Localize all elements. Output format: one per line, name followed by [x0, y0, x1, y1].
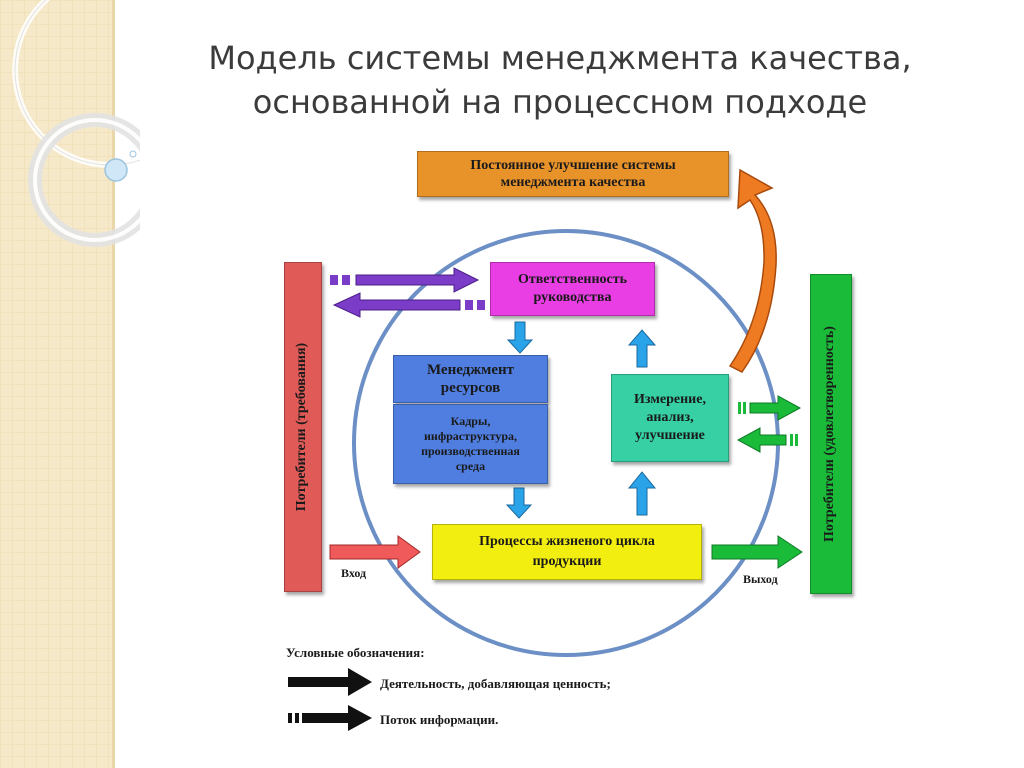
legend-info-label: Поток информации. — [380, 712, 499, 727]
measurement-box: Измерение, анализ, улучшение — [611, 374, 729, 462]
input-arrow — [329, 535, 421, 569]
decorative-sidebar — [0, 0, 140, 768]
output-arrow — [711, 535, 803, 569]
arrow-measurement-to-management — [627, 329, 657, 368]
customers-satisfaction-label: Потребители (удовлетворенность) — [822, 326, 837, 542]
product-lifecycle-box: Процессы жизненого цикла продукции — [432, 524, 702, 580]
input-label: Вход — [341, 566, 367, 580]
resources-line-1: Менеджмент — [426, 362, 515, 378]
resources-detail-line-1: Кадры, — [450, 414, 491, 428]
resources-detail-line-3: производственная — [421, 444, 520, 458]
arrow-resources-to-lifecycle — [505, 487, 533, 519]
improvement-line-1: Постоянное улучшение системы — [470, 158, 676, 173]
info-arrow-to-satisfaction — [738, 395, 802, 421]
page-title: Модель системы менеджмента качества, осн… — [150, 36, 970, 124]
management-responsibility-box: Ответственность руководства — [490, 262, 655, 316]
resource-detail-box: Кадры, инфраструктура, производственная … — [393, 404, 548, 484]
info-arrow-from-management — [332, 292, 485, 318]
resources-line-2: ресурсов — [440, 380, 501, 396]
info-arrow-to-management — [330, 267, 480, 293]
customers-requirements-label: Потребители (требования) — [294, 342, 309, 512]
customers-satisfaction-bar — [810, 274, 852, 594]
improvement-box: Постоянное улучшение системы менеджмента… — [417, 151, 729, 197]
legend-info-arrow — [288, 705, 372, 731]
title-line-1: Модель системы менеджмента качества, — [208, 39, 912, 77]
legend-activity-arrow — [288, 668, 372, 696]
resources-detail-line-4: среда — [455, 459, 486, 473]
improvement-curved-arrow — [728, 168, 777, 373]
management-line-2: руководства — [533, 290, 612, 305]
title-line-2: основанной на процессном подходе — [252, 83, 868, 121]
measurement-line-2: анализ, — [646, 410, 694, 425]
resources-detail-line-2: инфраструктура, — [423, 429, 517, 443]
info-arrow-from-satisfaction — [736, 427, 798, 453]
lifecycle-line-2: продукции — [532, 554, 602, 569]
management-line-1: Ответственность — [517, 272, 628, 287]
customers-requirements-bar — [284, 262, 322, 592]
legend-title: Условные обозначения: — [286, 645, 425, 660]
decorative-rings-icon — [12, 0, 140, 247]
legend-activity-label: Деятельность, добавляющая ценность; — [380, 676, 611, 691]
lifecycle-line-1: Процессы жизненого цикла — [479, 534, 655, 549]
resource-management-box: Менеджмент ресурсов — [393, 355, 548, 403]
arrow-lifecycle-to-measurement — [627, 471, 657, 516]
measurement-line-3: улучшение — [635, 428, 705, 443]
arrow-management-to-resources — [506, 321, 534, 354]
output-label: Выход — [743, 572, 778, 586]
improvement-line-2: менеджмента качества — [500, 175, 646, 190]
measurement-line-1: Измерение, — [634, 392, 706, 407]
